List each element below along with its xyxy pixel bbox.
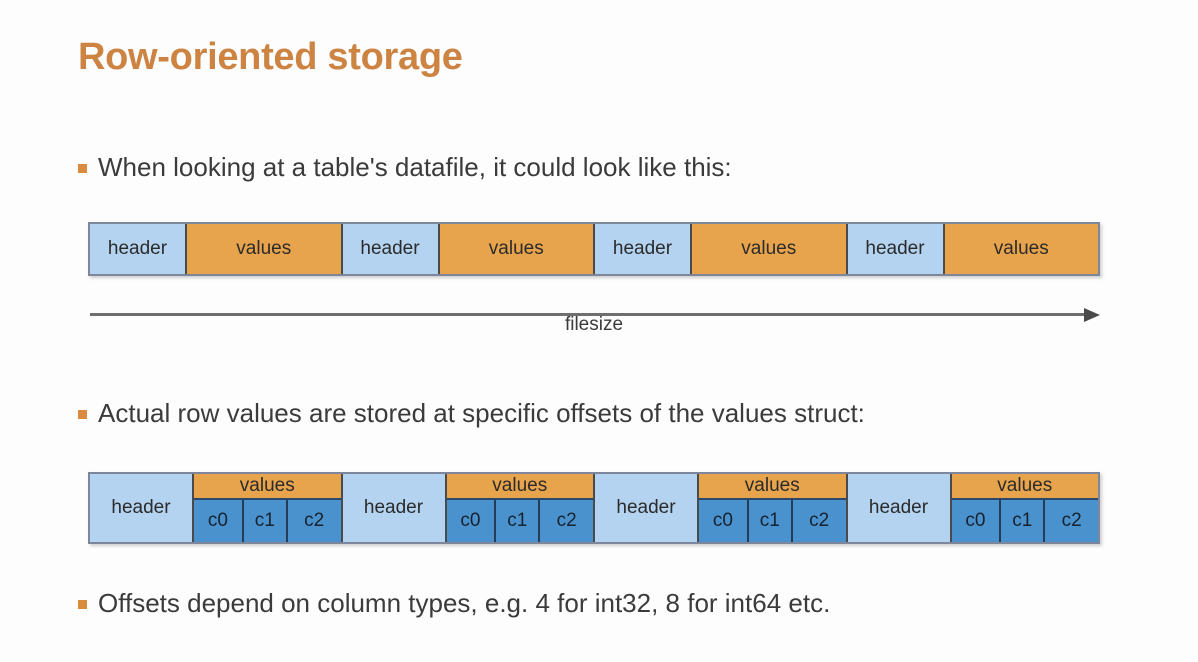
datafile-cell-values-2: values <box>439 224 595 274</box>
offsets-values-stack-3: values c0 c1 c2 <box>699 474 846 542</box>
bullet-square-icon <box>78 600 87 609</box>
offsets-col-c0-3: c0 <box>699 500 749 542</box>
bullet-text-2: Actual row values are stored at specific… <box>98 398 865 428</box>
offsets-col-c2-1: c2 <box>287 500 341 542</box>
offsets-col-c1-3: c1 <box>748 500 793 542</box>
offsets-values-stack-1: values c0 c1 c2 <box>194 474 341 542</box>
diagram-datafile-bar: header values header values header value… <box>88 222 1100 276</box>
filesize-axis <box>90 308 1100 322</box>
offsets-col-c1-2: c1 <box>496 500 541 542</box>
bullet-item-2: Actual row values are stored at specific… <box>78 398 865 428</box>
offsets-cell-header-3: header <box>595 474 699 542</box>
filesize-axis-label: filesize <box>564 314 624 335</box>
datafile-cell-header-2: header <box>342 224 440 274</box>
bullet-text-3: Offsets depend on column types, e.g. 4 f… <box>98 588 831 618</box>
arrow-right-icon <box>1084 308 1100 322</box>
axis-line <box>90 313 1084 316</box>
bullet-item-1: When looking at a table's datafile, it c… <box>78 152 732 182</box>
offsets-col-c2-4: c2 <box>1045 500 1098 542</box>
offsets-cell-values-1: values <box>194 474 341 500</box>
offsets-cell-header-2: header <box>342 474 447 542</box>
offsets-columns-1: c0 c1 c2 <box>194 500 341 542</box>
datafile-cell-values-1: values <box>187 224 343 274</box>
offsets-cell-values-2: values <box>446 474 593 500</box>
bullet-text-1: When looking at a table's datafile, it c… <box>98 152 732 182</box>
offsets-col-c0-4: c0 <box>951 500 1002 542</box>
offsets-col-c1-1: c1 <box>243 500 288 542</box>
offsets-cell-values-4: values <box>951 474 1098 500</box>
offsets-group-3: header values c0 c1 c2 <box>595 474 848 542</box>
datafile-cell-values-4: values <box>944 224 1098 274</box>
offsets-group-2: header values c0 c1 c2 <box>342 474 595 542</box>
offsets-col-c2-2: c2 <box>540 500 593 542</box>
offsets-col-c0-1: c0 <box>194 500 244 542</box>
datafile-cell-header-3: header <box>595 224 692 274</box>
datafile-cell-values-3: values <box>692 224 848 274</box>
datafile-cell-header-1: header <box>90 224 187 274</box>
offsets-col-c2-3: c2 <box>792 500 846 542</box>
offsets-columns-4: c0 c1 c2 <box>951 500 1098 542</box>
bullet-square-icon <box>78 410 87 419</box>
offsets-col-c1-4: c1 <box>1001 500 1046 542</box>
offsets-values-stack-2: values c0 c1 c2 <box>446 474 593 542</box>
offsets-col-c0-2: c0 <box>446 500 497 542</box>
bullet-square-icon <box>78 164 87 173</box>
page-title: Row-oriented storage <box>78 36 463 78</box>
bullet-item-3: Offsets depend on column types, e.g. 4 f… <box>78 588 830 618</box>
datafile-cell-header-4: header <box>847 224 945 274</box>
offsets-cell-header-4: header <box>847 474 952 542</box>
offsets-group-4: header values c0 c1 c2 <box>847 474 1098 542</box>
offsets-cell-header-1: header <box>90 474 194 542</box>
offsets-columns-3: c0 c1 c2 <box>699 500 846 542</box>
offsets-cell-values-3: values <box>699 474 846 500</box>
diagram-offsets-bar: header values c0 c1 c2 header values c0 … <box>88 472 1100 544</box>
offsets-values-stack-4: values c0 c1 c2 <box>951 474 1098 542</box>
offsets-columns-2: c0 c1 c2 <box>446 500 593 542</box>
offsets-group-1: header values c0 c1 c2 <box>90 474 343 542</box>
